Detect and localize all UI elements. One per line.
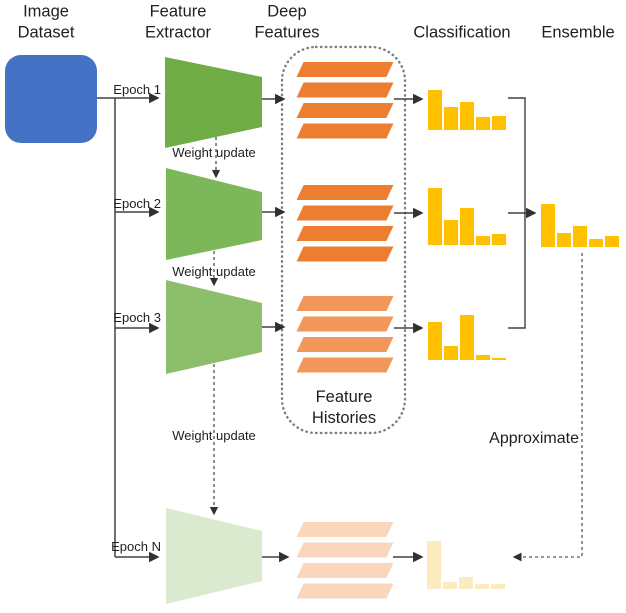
approximate-arrow	[512, 253, 583, 562]
feature-map-layer	[293, 80, 397, 100]
classification-epoch-n-bar-1	[427, 541, 441, 589]
ensemble-bar-5	[605, 236, 619, 247]
image-dataset-header-line2: Dataset	[18, 24, 75, 42]
feature-map-layer	[293, 101, 397, 120]
feature-extractor-header-line1: Feature	[150, 3, 207, 21]
classification-epoch-n-bar-3	[459, 577, 473, 589]
classification-epoch-2-bar-4	[476, 236, 490, 245]
dataset-branch-lines	[97, 92, 160, 563]
classification-histogram-epoch2	[428, 188, 506, 245]
classification-epoch-1-bar-1	[428, 90, 442, 130]
feature-map-layer	[293, 224, 397, 243]
feature-map-layer	[293, 183, 397, 202]
classification-epoch-2-bar-5	[492, 234, 506, 245]
epoch2-label: Epoch 2	[113, 196, 161, 211]
epoch3-label: Epoch 3	[113, 310, 161, 325]
deep-features-stack-epoch2	[293, 183, 397, 264]
classification-histogram-epoch3	[428, 315, 506, 360]
feature-extractor-epochN	[166, 508, 262, 604]
classification-epoch-3-bar-3	[460, 315, 474, 360]
feature-map-layer	[293, 540, 397, 560]
ensemble-bar-3	[573, 226, 587, 247]
classification-epoch-1-bar-4	[476, 117, 490, 130]
feature-map-layer	[293, 121, 397, 141]
weight-update-label-1: Weight update	[172, 145, 256, 160]
classification-epoch-2-bar-2	[444, 220, 458, 245]
classification-epoch-n-bar-2	[443, 582, 457, 589]
feature-extractor-epoch1	[165, 57, 262, 148]
feature-map-layer	[293, 520, 397, 539]
ensemble-histogram	[541, 204, 619, 247]
deep-features-header-line2: Features	[254, 24, 319, 42]
feature-map-layer	[293, 335, 397, 354]
weight-update-label-3: Weight update	[172, 428, 256, 443]
classification-epoch-1-bar-5	[492, 116, 506, 130]
feature-map-layer	[293, 314, 397, 334]
column-headers: Image Dataset Feature Extractor Deep Fea…	[18, 3, 615, 42]
ensemble-bar-1	[541, 204, 555, 247]
classification-epoch-2-bar-3	[460, 208, 474, 245]
feature-map-layer	[293, 581, 397, 601]
flow-arrows	[262, 93, 424, 563]
feature-map-layer	[293, 294, 397, 313]
feature-histories-label-line1: Feature	[316, 388, 373, 406]
classification-histogram-epoch1	[428, 90, 506, 130]
classification-epoch-1-bar-2	[444, 107, 458, 130]
deep-features-stack-epoch3	[293, 294, 397, 375]
feature-extractor-epoch2	[166, 168, 262, 260]
deep-features-stack-epochN	[293, 520, 397, 601]
approximate-label: Approximate	[489, 430, 579, 447]
weight-update-arrows	[209, 137, 221, 516]
classification-epoch-2-bar-1	[428, 188, 442, 245]
feature-map-layer	[293, 60, 397, 79]
image-dataset-header-line1: Image	[23, 3, 69, 21]
classification-epoch-n-bar-4	[475, 584, 489, 589]
classification-epoch-3-bar-1	[428, 322, 442, 360]
feature-extractor-epoch3	[166, 280, 262, 374]
feature-histories-label-line2: Histories	[312, 409, 376, 427]
feature-map-layer	[293, 203, 397, 223]
deep-features-stack-epoch1	[293, 60, 397, 141]
feature-map-layer	[293, 355, 397, 375]
ensemble-bar-2	[557, 233, 571, 247]
epoch1-label: Epoch 1	[113, 82, 161, 97]
feature-map-layer	[293, 244, 397, 264]
classification-histogram-epochN	[427, 541, 505, 589]
ensemble-header: Ensemble	[541, 24, 614, 42]
classification-epoch-1-bar-3	[460, 102, 474, 130]
image-dataset-node	[5, 55, 97, 143]
feature-map-layer	[293, 561, 397, 580]
classification-epoch-3-bar-4	[476, 355, 490, 360]
deep-features-header-line1: Deep	[267, 3, 306, 21]
classification-epoch-3-bar-2	[444, 346, 458, 360]
classification-header: Classification	[413, 24, 510, 42]
ensemble-bar-4	[589, 239, 603, 247]
classification-epoch-n-bar-5	[491, 584, 505, 589]
feature-extractor-header-line2: Extractor	[145, 24, 212, 42]
classification-epoch-3-bar-5	[492, 358, 506, 360]
epochN-label: Epoch N	[111, 539, 161, 554]
weight-update-label-2: Weight update	[172, 264, 256, 279]
